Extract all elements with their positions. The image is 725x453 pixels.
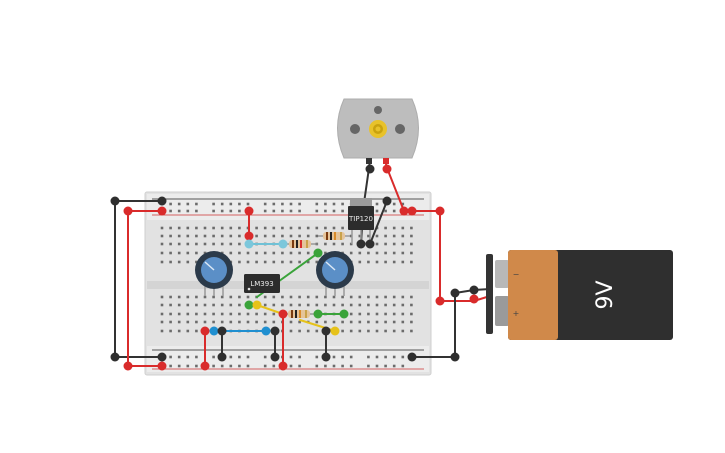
resistor-icon[interactable] [285,240,318,248]
wire-endpoint[interactable] [244,206,254,216]
wire-endpoint[interactable] [157,196,167,206]
wire-endpoint[interactable] [110,196,120,206]
wire-endpoint[interactable] [261,326,271,336]
resistor-icon[interactable] [283,310,318,318]
wire-endpoint[interactable] [200,326,210,336]
wire-endpoint[interactable] [407,206,417,216]
wire-endpoint[interactable] [365,239,375,249]
wire-endpoint[interactable] [321,326,331,336]
wire-endpoint[interactable] [123,361,133,371]
wire-endpoint[interactable] [330,326,340,336]
ic-chip-icon[interactable]: LM393 [244,274,280,293]
wire-endpoint[interactable] [321,352,331,362]
resistor-icon[interactable] [318,232,350,240]
wire-endpoint[interactable] [469,294,479,304]
wire-endpoint[interactable] [365,164,375,174]
breadboard [144,191,432,376]
wire-endpoint[interactable] [123,206,133,216]
wire-endpoint[interactable] [450,288,460,298]
wire-endpoint[interactable] [252,300,262,310]
wire-endpoint[interactable] [435,206,445,216]
wire-endpoint[interactable] [270,326,280,336]
wire-endpoint[interactable] [399,206,409,216]
wire-endpoint[interactable] [435,296,445,306]
wire-black-left[interactable] [114,200,163,358]
wire-endpoint[interactable] [157,361,167,371]
wire-endpoint[interactable] [469,285,479,295]
wire-endpoint[interactable] [407,352,417,362]
wire-yellow-1[interactable] [256,304,284,315]
wire-endpoint[interactable] [270,352,280,362]
wire-endpoint[interactable] [450,352,460,362]
center-channel [147,281,429,289]
wire-endpoint[interactable] [278,239,288,249]
battery-label: 9V [593,280,618,309]
wire-endpoint[interactable] [244,300,254,310]
wire-endpoint[interactable] [339,309,349,319]
wire-red-left[interactable] [127,210,163,367]
wire-endpoint[interactable] [200,361,210,371]
battery-minus-sign: − [513,270,520,279]
wire-endpoint[interactable] [313,309,323,319]
motor-shaft-gear-icon [369,120,387,138]
ic-chip-label: LM393 [250,280,273,288]
wire-endpoint[interactable] [313,248,323,258]
wire-endpoint[interactable] [217,326,227,336]
wire-black-transistor[interactable] [369,200,388,245]
battery-9v-icon[interactable]: − + 9V [486,250,673,340]
wire-endpoint[interactable] [382,196,392,206]
wire-endpoint[interactable] [244,239,254,249]
potentiometer-icon[interactable] [316,251,354,296]
battery-plus-sign: + [513,309,520,318]
wire-endpoint[interactable] [157,206,167,216]
wire-endpoint[interactable] [157,352,167,362]
wire-endpoint[interactable] [382,164,392,174]
wire-endpoints [110,164,479,371]
wire-endpoint[interactable] [209,326,219,336]
wire-endpoint[interactable] [110,352,120,362]
wire-endpoint[interactable] [278,309,288,319]
wire-endpoint[interactable] [356,239,366,249]
transistor-label: TIP120 [348,215,373,223]
transistor-icon[interactable]: TIP120 [348,198,374,244]
wire-endpoint[interactable] [278,361,288,371]
wire-endpoint[interactable] [217,352,227,362]
dc-motor-icon[interactable] [337,98,419,164]
potentiometer-icon[interactable] [195,251,233,296]
wire-endpoint[interactable] [244,231,254,241]
